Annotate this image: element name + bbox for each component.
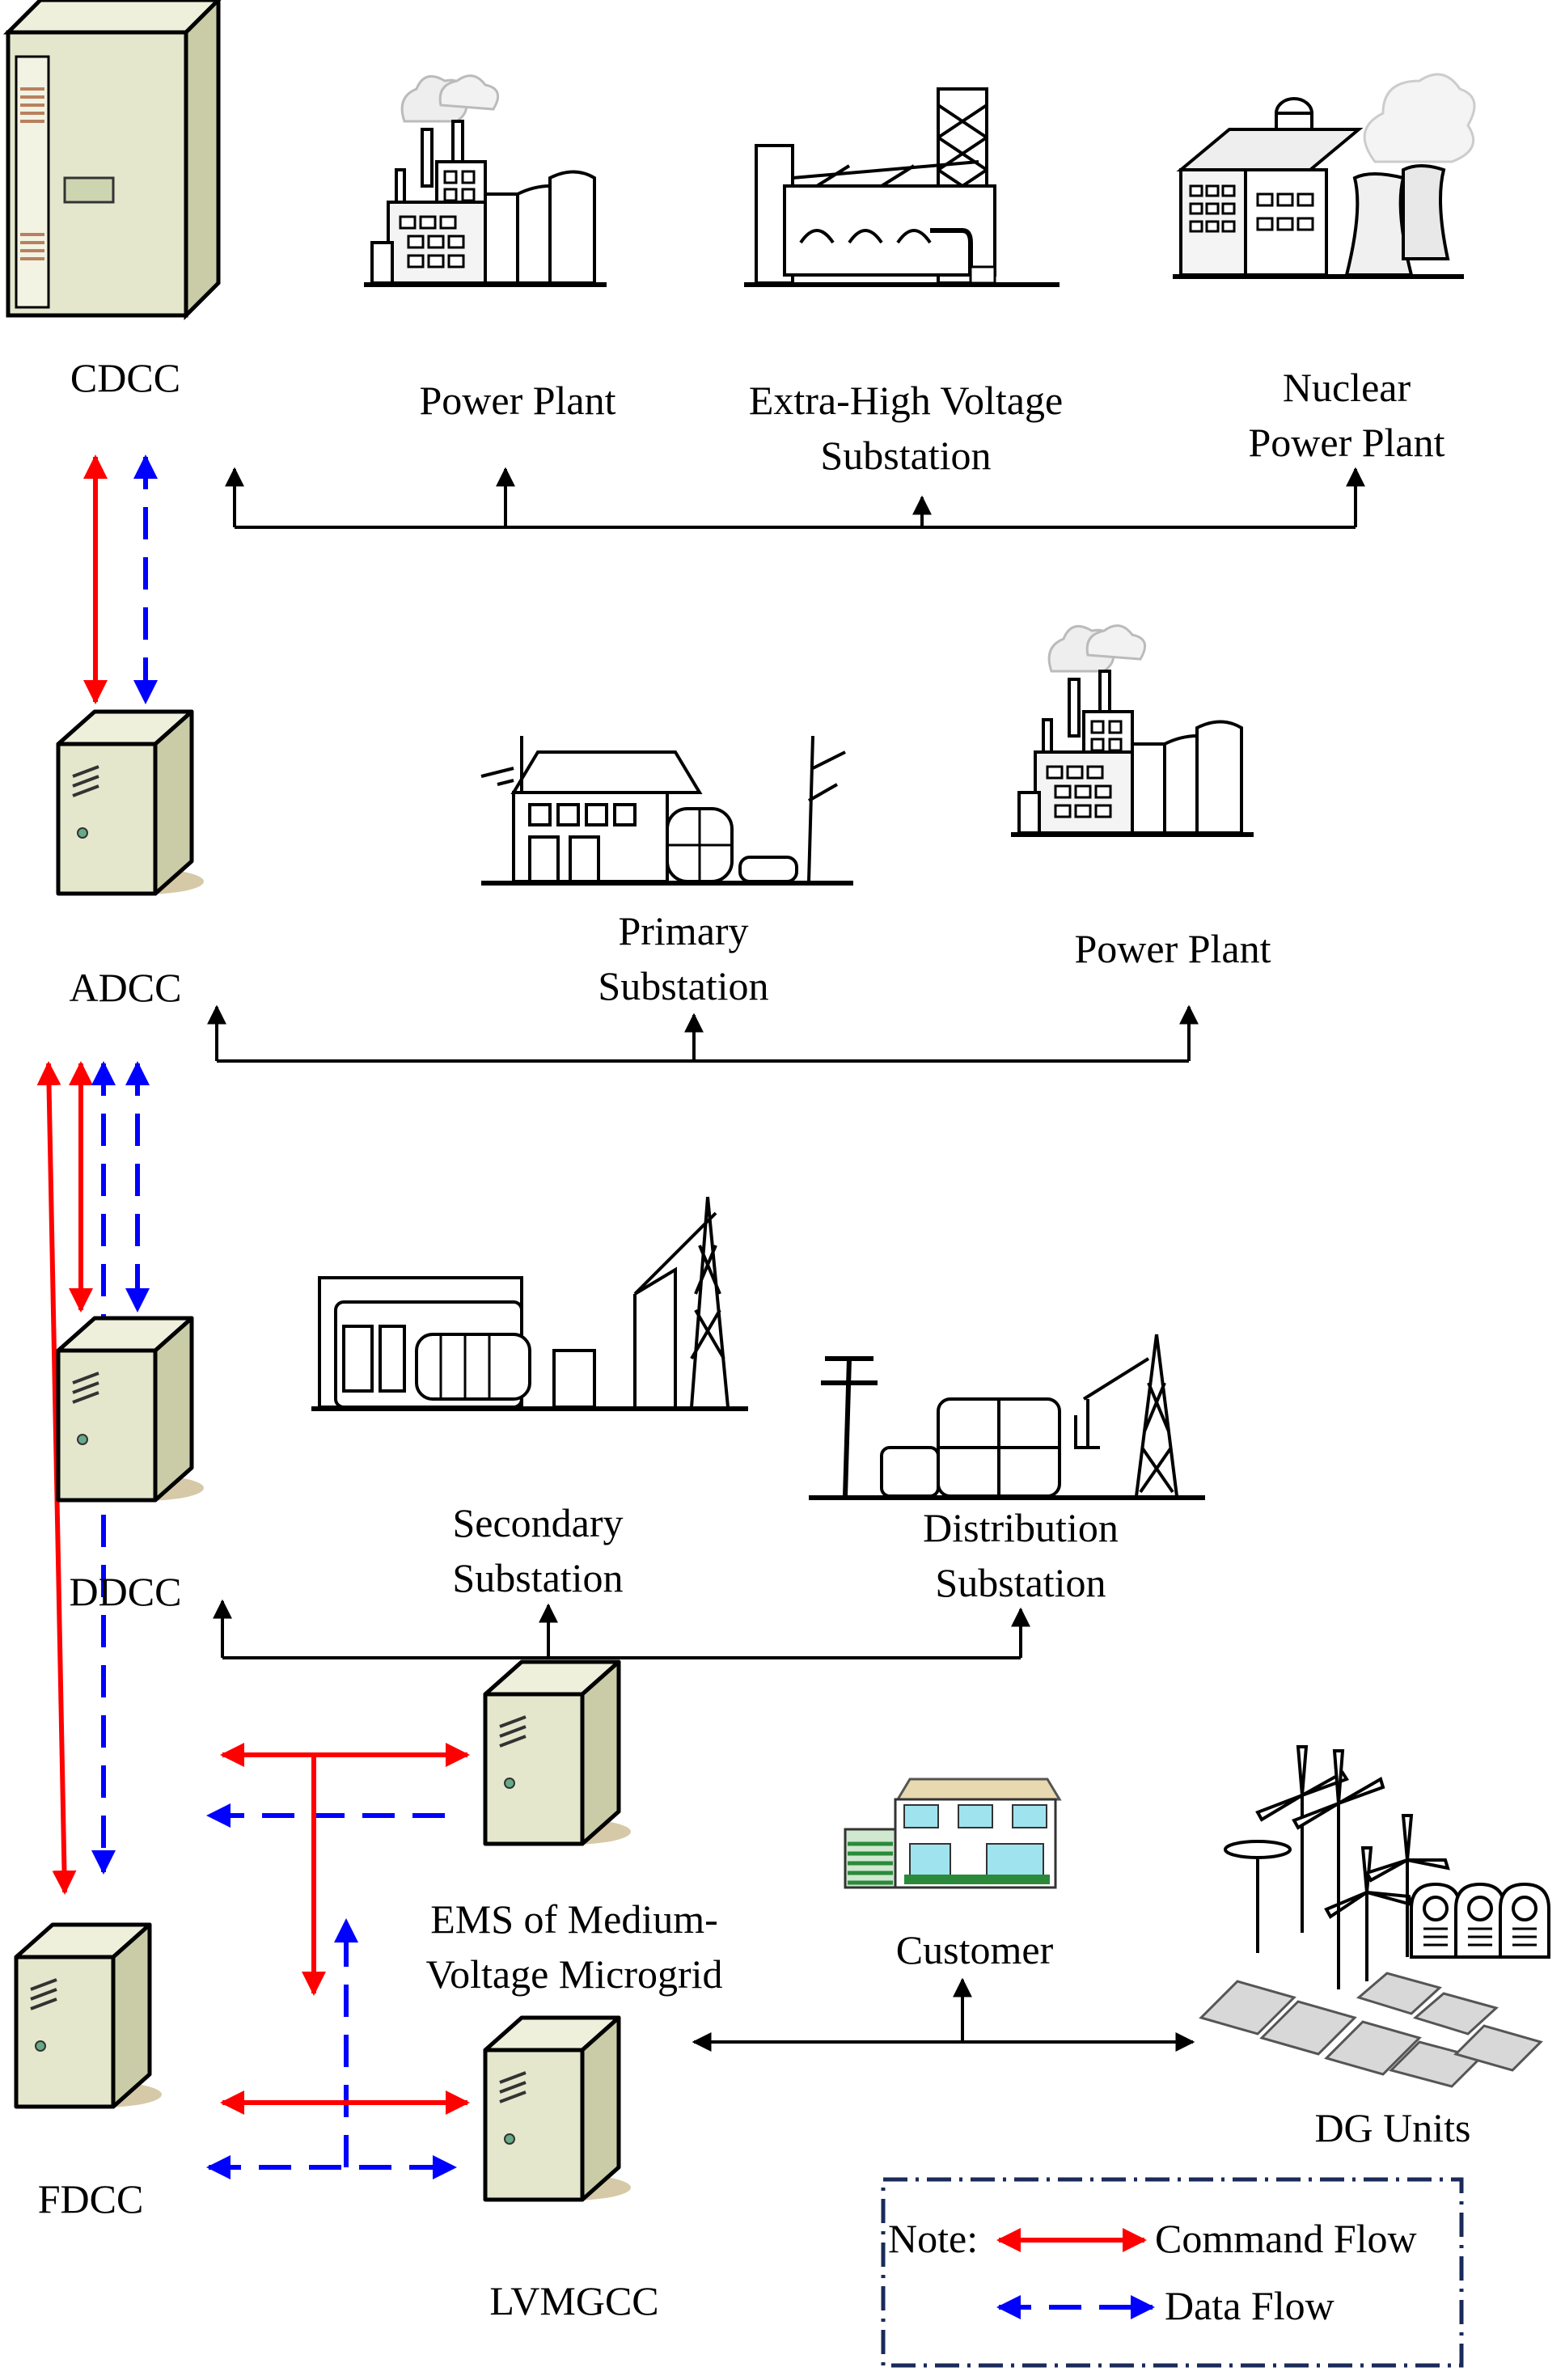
tier2-connector [207,1004,1199,1063]
adcc-server-icon [58,712,204,894]
lvmgcc-label: LVMGCC [489,2278,658,2323]
ems-server-icon [485,1662,631,1845]
cdcc-label: CDCC [70,355,180,400]
server-icon [2,0,222,321]
nuclear-plant-label-line1: Nuclear [1283,365,1411,410]
ems-label-line1: EMS of Medium- [430,1896,718,1942]
tier3-connector [213,1599,1030,1659]
customer-dg-connector [692,1977,1195,2052]
dg-units-label: DG Units [1314,2105,1470,2150]
distribution-substation-icon [809,1334,1205,1498]
legend-note: Note: [888,2216,978,2261]
distribution-substation-label-line1: Distribution [923,1505,1119,1550]
ddcc-label: DDCC [70,1569,182,1614]
ems-label-line2: Voltage Microgrid [425,1951,722,1997]
legend-box [881,2177,1464,2368]
power-plant-icon [1011,626,1254,835]
fdcc-server-icon [16,1925,162,2107]
storage-icon [1410,1882,1550,1959]
wind-turbine-icon [1224,1745,1450,1989]
adcc-label: ADCC [70,965,182,1010]
lvmgcc-server-icon [485,2018,631,2200]
power-plant-icon [364,76,607,285]
secondary-substation-label-line1: Secondary [452,1500,623,1545]
fdcc-label: FDCC [38,2176,144,2221]
legend-command-label: Command Flow [1155,2216,1417,2261]
secondary-substation-icon [311,1197,748,1409]
nuclear-plant-label-line2: Power Plant [1248,420,1444,465]
legend: Note: Command Flow Data Flow [881,2177,1464,2368]
distribution-substation-label-line2: Substation [935,1560,1106,1605]
primary-substation-label-line2: Substation [598,963,768,1008]
customer-label: Customer [896,1927,1054,1972]
primary-substation-icon [481,736,853,883]
nuclear-plant-icon [1173,74,1474,277]
house-icon [844,1778,1062,1889]
power-plant-2-label: Power Plant [1074,926,1271,971]
tier1-connector [225,467,1365,529]
solar-panel-icon [1199,1972,1543,2088]
secondary-substation-label-line2: Substation [452,1555,623,1600]
legend-data-label: Data Flow [1165,2283,1334,2328]
cdcc-server [2,0,222,321]
primary-substation-label-line1: Primary [618,908,748,953]
ddcc-server-icon [58,1318,204,1501]
ehv-substation-label-line2: Substation [820,433,991,478]
ehv-substation-label-line1: Extra-High Voltage [749,378,1063,423]
power-plant-1-label: Power Plant [419,378,615,423]
ehv-substation-icon [744,89,1060,285]
